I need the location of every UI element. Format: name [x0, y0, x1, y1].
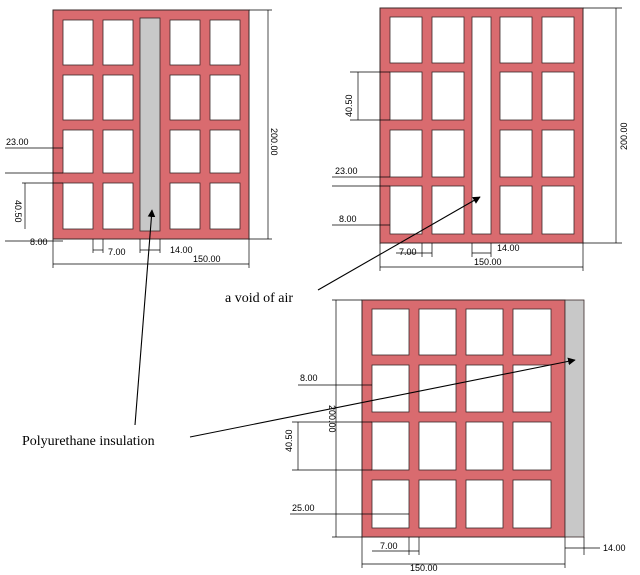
block-c-cell	[371, 308, 410, 356]
block-b-cell	[541, 129, 575, 178]
block-b-dim-40-50: 40.50	[344, 94, 354, 117]
block-b-dim-200: 200.00	[619, 122, 629, 150]
block-c-cell	[512, 479, 552, 529]
block-a-cell	[169, 74, 201, 121]
block-c-cell	[418, 479, 457, 529]
block-a: 23.00 40.50 8.00 7.00 14.00 150.00 200.0…	[5, 9, 279, 268]
block-b-cell	[389, 71, 423, 121]
air-void-label: a void of air	[225, 291, 293, 306]
block-c-cell	[418, 308, 457, 356]
block-c-cell	[512, 308, 552, 356]
block-b: 40.50 23.00 8.00 7.00 14.00 150.00 200.0…	[332, 7, 629, 271]
block-a-left-cells	[62, 19, 134, 230]
block-c-dim-7: 7.00	[380, 541, 398, 551]
block-b-dim-150: 150.00	[474, 257, 502, 267]
block-c-dim-25: 25.00	[292, 503, 315, 513]
block-a-cell	[209, 182, 241, 230]
block-b-cell	[499, 16, 533, 64]
block-a-cell	[102, 182, 134, 230]
block-b-cell	[499, 129, 533, 178]
block-a-cell	[102, 129, 134, 174]
block-c-cell	[418, 364, 457, 413]
block-a-dim-150: 150.00	[193, 254, 221, 264]
block-b-cell	[431, 185, 465, 235]
block-b-cell	[431, 129, 465, 178]
block-b-cell	[499, 185, 533, 235]
block-b-dimension-lines	[332, 7, 622, 271]
block-a-cell	[62, 74, 94, 121]
insulation-label: Polyurethane insulation	[22, 434, 155, 449]
block-a-cell	[62, 19, 94, 66]
block-a-dim-7: 7.00	[108, 247, 126, 257]
block-c-cell	[371, 479, 410, 529]
block-b-cell	[499, 71, 533, 121]
callout-polyurethane: Polyurethane insulation	[22, 209, 576, 449]
block-a-dim-200: 200.00	[269, 128, 279, 156]
block-a-dimension-lines	[5, 9, 272, 268]
block-a-cell	[209, 129, 241, 174]
block-a-cell	[169, 129, 201, 174]
block-a-cell	[169, 182, 201, 230]
block-a-dim-23: 23.00	[6, 137, 29, 147]
block-a-cell	[209, 19, 241, 66]
block-a-dim-8: 8.00	[30, 237, 48, 247]
block-b-air-void	[471, 16, 492, 235]
block-c-cell	[418, 421, 457, 471]
block-a-cell	[102, 74, 134, 121]
block-c-cell	[465, 421, 504, 471]
block-b-cell	[541, 16, 575, 64]
block-a-cell	[102, 19, 134, 66]
block-c-dim-150: 150.00	[410, 563, 438, 573]
block-b-cell	[431, 16, 465, 64]
insulation-arrow-right	[189, 357, 576, 438]
block-a-insulation-strip	[139, 17, 161, 232]
block-a-cell	[62, 129, 94, 174]
block-b-dim-7: 7.00	[399, 247, 417, 257]
block-c-dim-40-50: 40.50	[284, 429, 294, 452]
block-b-left-cells	[389, 16, 465, 235]
block-c: 8.00 200.00 40.50 25.00 7.00 150.00 14.0…	[284, 299, 626, 573]
block-c-cells	[371, 308, 552, 529]
block-b-cell	[541, 71, 575, 121]
block-a-cell	[62, 182, 94, 230]
block-c-cell	[465, 308, 504, 356]
block-c-cell	[371, 364, 410, 413]
block-b-right-cells	[499, 16, 575, 235]
block-a-dim-14: 14.00	[170, 245, 193, 255]
block-c-cell	[371, 421, 410, 471]
block-c-cell	[465, 364, 504, 413]
block-c-cell	[512, 364, 552, 413]
block-c-dim-14: 14.00	[603, 543, 626, 553]
block-b-cell	[541, 185, 575, 235]
block-a-cell	[169, 19, 201, 66]
block-b-dim-14: 14.00	[497, 243, 520, 253]
air-void-arrow	[317, 196, 481, 291]
block-b-cell	[431, 71, 465, 121]
block-a-dim-40-50: 40.50	[13, 200, 23, 223]
block-b-dim-23: 23.00	[335, 166, 358, 176]
block-c-cell	[512, 421, 552, 471]
block-b-cell	[389, 16, 423, 64]
insulation-arrow-left	[134, 209, 156, 426]
block-c-dimension-lines	[290, 299, 600, 568]
block-a-cell	[209, 74, 241, 121]
block-a-right-cells	[169, 19, 241, 230]
block-b-dim-8: 8.00	[339, 214, 357, 224]
block-c-insulation-layer	[564, 299, 585, 538]
block-b-cell	[389, 185, 423, 235]
block-b-cell	[389, 129, 423, 178]
callout-air-void: a void of air	[225, 196, 481, 306]
block-c-cell	[465, 479, 504, 529]
block-c-dim-200: 200.00	[327, 405, 337, 433]
block-c-dim-8: 8.00	[300, 373, 318, 383]
